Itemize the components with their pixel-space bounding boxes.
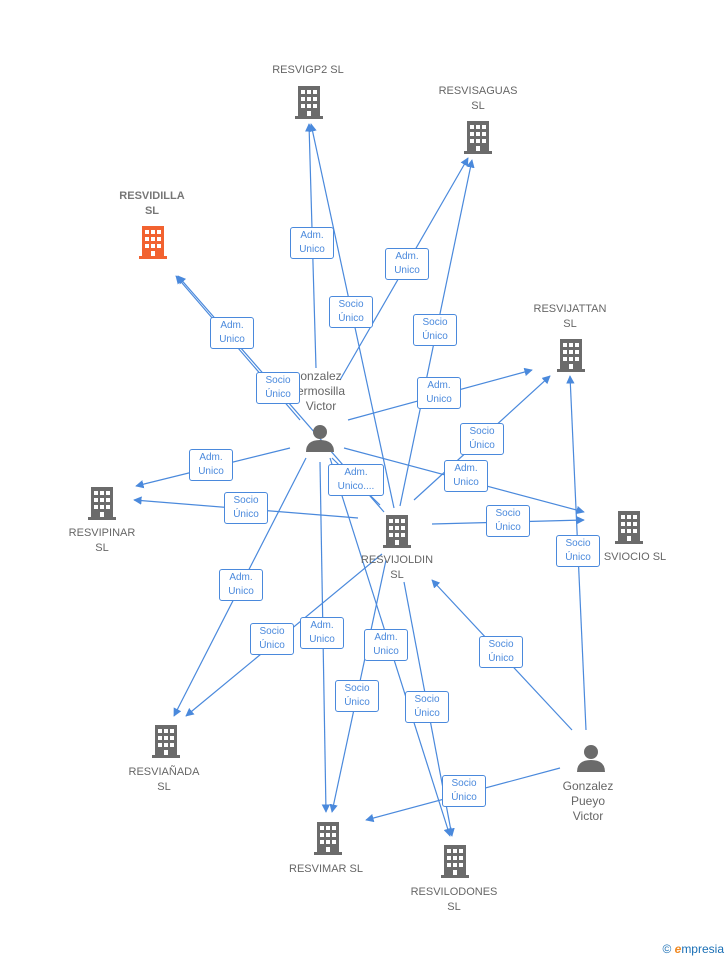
building-icon — [88, 487, 116, 520]
building-icon — [152, 725, 180, 758]
edge-label[interactable]: Socio Único — [405, 691, 449, 723]
edge-label[interactable]: Adm. Unico — [364, 629, 408, 661]
building-icon — [464, 121, 492, 154]
building-icon — [383, 515, 411, 548]
node-label[interactable]: RESVILODONES SL — [410, 886, 498, 913]
brand-logo: © empresia — [662, 942, 724, 956]
copyright-icon: © — [662, 942, 672, 956]
edge-label[interactable]: Adm. Unico.... — [328, 464, 384, 496]
edge-label[interactable]: Socio Único — [556, 535, 600, 567]
node-label[interactable]: SVIOCIO SL — [603, 551, 667, 563]
node-label[interactable]: RESVIJOLDIN SL — [360, 554, 434, 581]
building-icon — [295, 86, 323, 119]
building-icon — [557, 339, 585, 372]
edge-label[interactable]: Socio Único — [256, 372, 300, 404]
person-icon — [306, 425, 334, 452]
edge-label[interactable]: Socio Único — [329, 296, 373, 328]
person-icon — [577, 745, 605, 772]
edge-label[interactable]: Adm. Unico — [385, 248, 429, 280]
node-label[interactable]: RESVIMAR SL — [289, 863, 363, 875]
edge-label[interactable]: Socio Único — [486, 505, 530, 537]
edge-label[interactable]: Socio Único — [335, 680, 379, 712]
node-label[interactable]: RESVIAÑADA SL — [128, 766, 200, 793]
edge-label[interactable]: Adm. Unico — [210, 317, 254, 349]
building-icon — [139, 226, 167, 259]
edge-label[interactable]: Adm. Unico — [219, 569, 263, 601]
edge-label[interactable]: Adm. Unico — [300, 617, 344, 649]
node-label[interactable]: RESVIJATTAN SL — [533, 303, 607, 330]
edge-label[interactable]: Socio Único — [479, 636, 523, 668]
edge-label[interactable]: Socio Único — [460, 423, 504, 455]
node-label[interactable]: RESVIGP2 SL — [272, 64, 344, 76]
edge-label[interactable]: Adm. Unico — [444, 460, 488, 492]
node-label[interactable]: Gonzalez Pueyo Victor — [562, 779, 614, 823]
node-label[interactable]: RESVIPINAR SL — [68, 527, 136, 554]
node-label[interactable]: onzalez ermosilla Victor — [296, 369, 345, 413]
edge-label[interactable]: Socio Único — [224, 492, 268, 524]
edge-label[interactable]: Socio Único — [413, 314, 457, 346]
node-label[interactable]: RESVIDILLA SL — [119, 190, 185, 217]
edge-label[interactable]: Adm. Unico — [290, 227, 334, 259]
building-icon — [615, 511, 643, 544]
node-label[interactable]: RESVISAGUAS SL — [438, 85, 518, 112]
edge-label[interactable]: Adm. Unico — [417, 377, 461, 409]
building-icon — [441, 845, 469, 878]
edge-label[interactable]: Adm. Unico — [189, 449, 233, 481]
edge-label[interactable]: Socio Único — [250, 623, 294, 655]
edge-label[interactable]: Socio Único — [442, 775, 486, 807]
building-icon — [314, 822, 342, 855]
